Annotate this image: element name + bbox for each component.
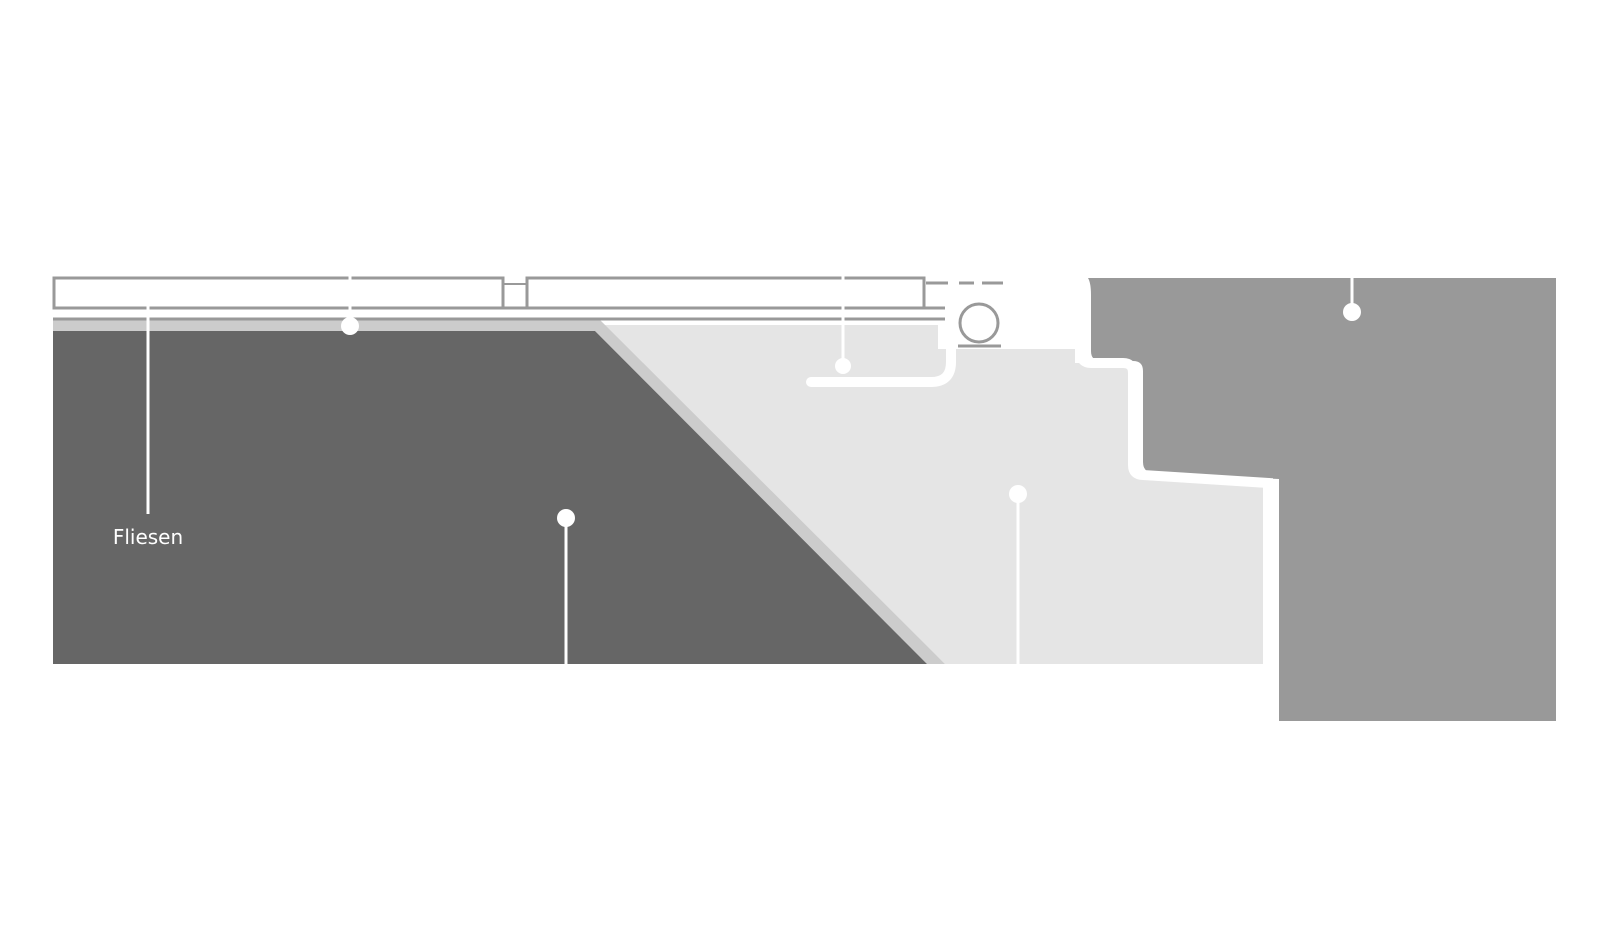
leader-dot-tape xyxy=(835,358,851,374)
tile-left xyxy=(52,276,505,310)
label-tiles: Fliesen xyxy=(113,525,183,549)
filler-region xyxy=(598,325,1263,664)
wall-channel xyxy=(1076,280,1273,721)
leader-dot-slope xyxy=(341,317,359,335)
screed-block xyxy=(53,331,927,664)
leader-dot-wall xyxy=(1343,303,1361,321)
leader-dot-screed xyxy=(557,509,575,527)
backer-rod xyxy=(958,302,1000,344)
leader-dot-filler xyxy=(1009,485,1027,503)
wall-block xyxy=(1088,278,1556,721)
sealing-tape xyxy=(806,338,956,387)
slope-layer xyxy=(53,318,945,664)
tile-right xyxy=(525,276,926,310)
